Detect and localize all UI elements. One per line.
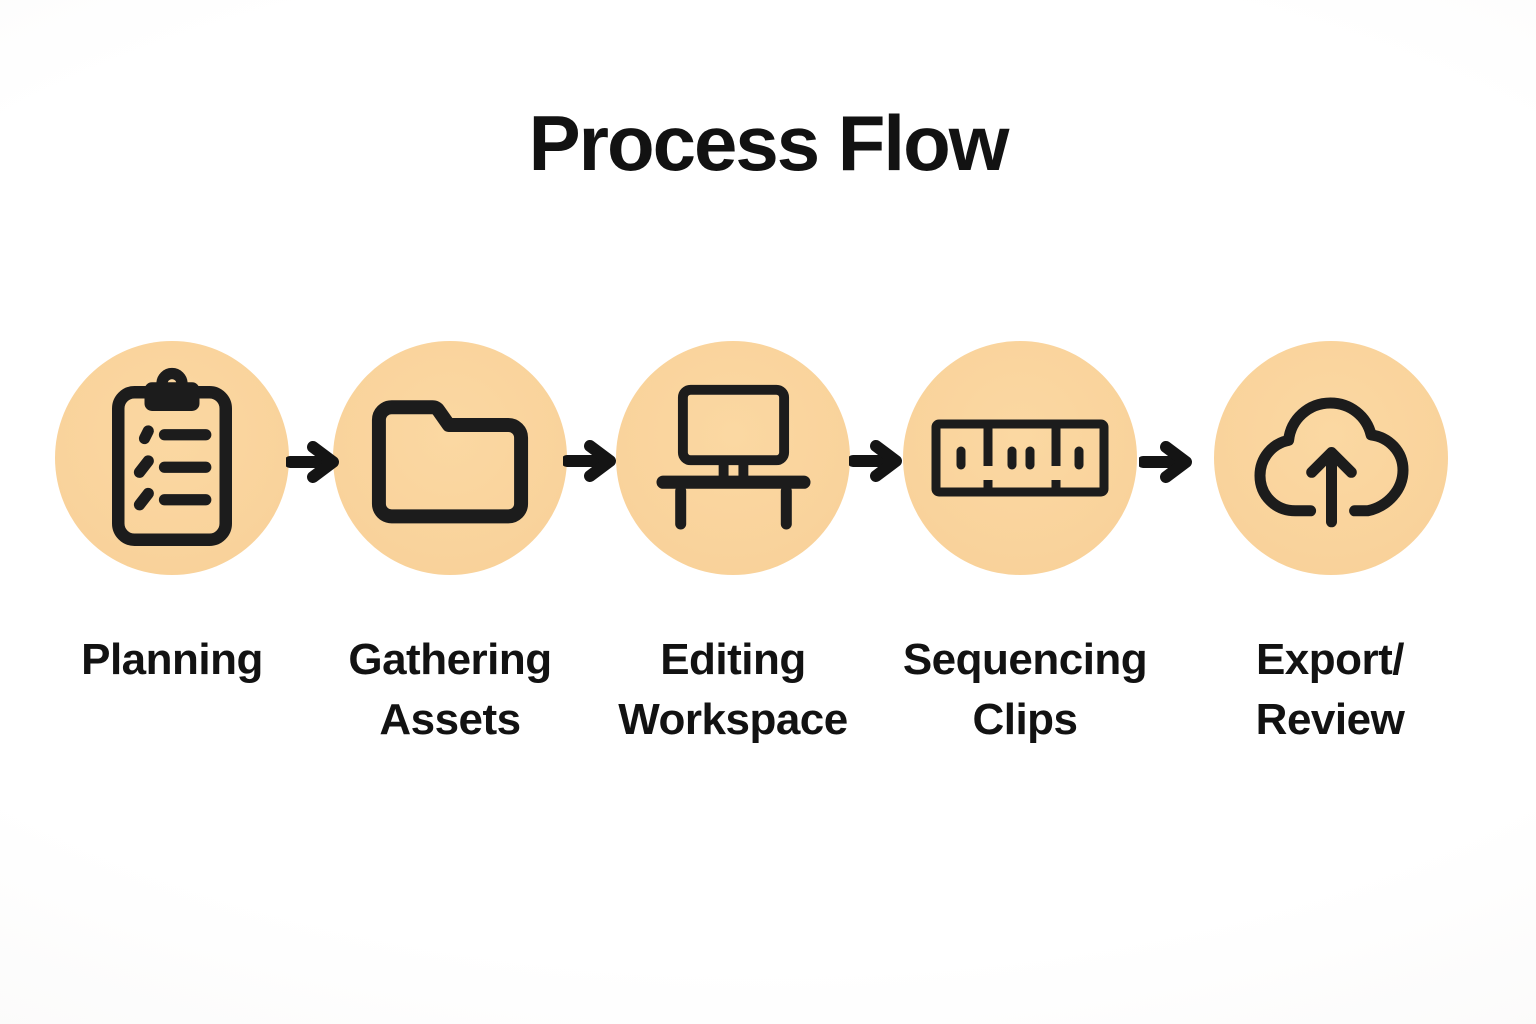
step-label-editing-workspace: Editing Workspace bbox=[563, 630, 903, 750]
clipboard-checklist-icon bbox=[112, 367, 232, 546]
step-label-planning: Planning bbox=[2, 630, 342, 690]
step-label-line: Editing bbox=[660, 635, 806, 684]
page-title: Process Flow bbox=[528, 99, 1010, 187]
step-label-line: Assets bbox=[379, 695, 521, 744]
step-label-line: Sequencing bbox=[902, 635, 1148, 684]
arrow-right-icon bbox=[849, 440, 902, 482]
step-circle-gathering-assets bbox=[333, 341, 567, 575]
step-label-sequencing-clips: Sequencing Clips bbox=[855, 630, 1195, 750]
step-label-line: Export/ bbox=[1255, 635, 1405, 684]
step-circle-planning bbox=[55, 341, 289, 575]
desk-monitor-icon bbox=[656, 384, 810, 530]
step-label-line: Gathering bbox=[348, 635, 552, 684]
step-label-gathering-assets: Gathering Assets bbox=[280, 630, 620, 750]
step-label-export-review: Export/ Review bbox=[1160, 630, 1500, 750]
step-label-line: Clips bbox=[972, 695, 1078, 744]
step-label-line: Review bbox=[1255, 695, 1405, 744]
cloud-upload-icon bbox=[1254, 397, 1408, 528]
step-label-line: Planning bbox=[81, 635, 263, 684]
arrow-right-icon bbox=[286, 441, 339, 483]
folder-icon bbox=[371, 400, 529, 524]
step-label-line: Workspace bbox=[618, 695, 848, 744]
timeline-clips-icon bbox=[931, 419, 1109, 497]
step-circle-sequencing-clips bbox=[903, 341, 1137, 575]
arrow-right-icon bbox=[1139, 441, 1192, 483]
arrow-right-icon bbox=[563, 440, 616, 482]
step-circle-export-review bbox=[1214, 341, 1448, 575]
step-circle-editing-workspace bbox=[616, 341, 850, 575]
